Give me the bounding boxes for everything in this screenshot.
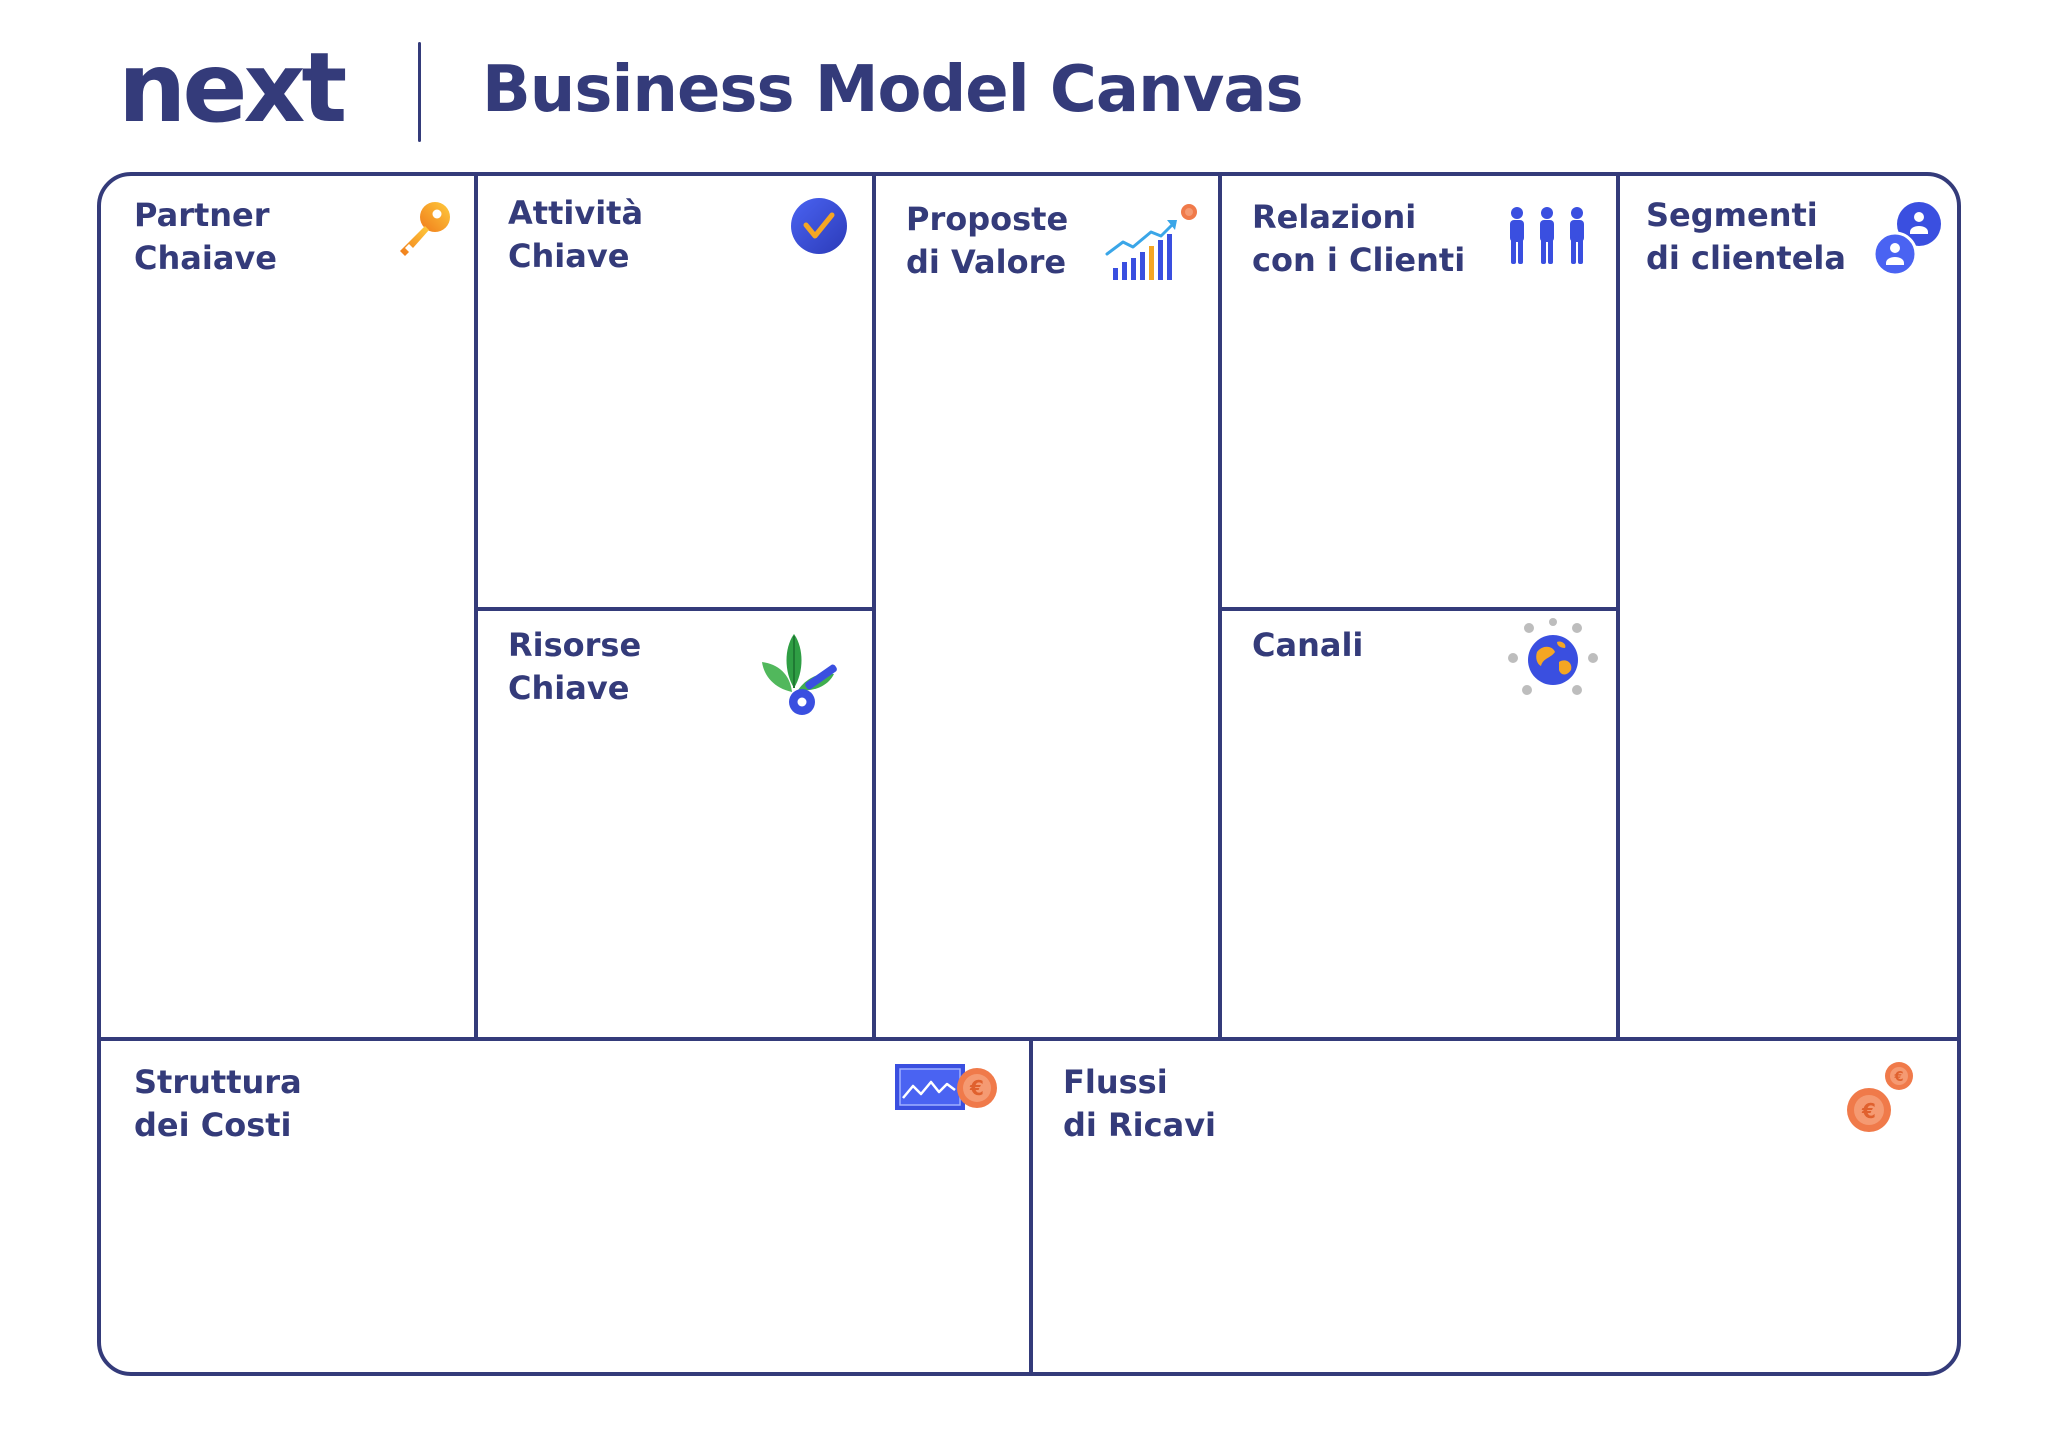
check-circle-icon bbox=[789, 196, 849, 256]
block-label-key-activities: Attività Chiave bbox=[508, 194, 644, 275]
divider-relations-channels bbox=[1218, 607, 1620, 611]
divider-activities-resources bbox=[474, 607, 876, 611]
key-icon bbox=[391, 198, 455, 262]
divider-costs-revenue bbox=[1029, 1037, 1033, 1372]
svg-text:€: € bbox=[1893, 1070, 1903, 1085]
leaf-key-icon bbox=[758, 626, 850, 722]
block-label-key-resources: Risorse Chiave bbox=[508, 626, 642, 707]
block-label-customer-segments: Segmenti di clientela bbox=[1646, 196, 1846, 277]
page-title: Business Model Canvas bbox=[482, 53, 1304, 127]
growth-chart-icon bbox=[1105, 202, 1201, 284]
svg-text:€: € bbox=[969, 1076, 984, 1100]
cost-chart-coin-icon: € bbox=[893, 1060, 1005, 1116]
block-label-value-propositions: Proposte di Valore bbox=[906, 200, 1069, 281]
svg-text:€: € bbox=[1861, 1099, 1876, 1123]
header-divider bbox=[418, 42, 421, 142]
coins-icon: € € bbox=[1845, 1058, 1925, 1138]
block-label-cost-structure: Struttura dei Costi bbox=[134, 1063, 302, 1144]
block-label-revenue-streams: Flussi di Ricavi bbox=[1063, 1063, 1217, 1144]
people-icon bbox=[1505, 206, 1589, 266]
block-label-channels: Canali bbox=[1252, 626, 1364, 664]
block-label-customer-relationships: Relazioni con i Clienti bbox=[1252, 198, 1466, 279]
users-icon bbox=[1873, 200, 1943, 280]
business-model-canvas: Partner Chaiave Attività Chiave bbox=[97, 172, 1961, 1376]
logo-text: next bbox=[118, 32, 347, 144]
globe-icon bbox=[1505, 618, 1601, 702]
next-logo: next bbox=[118, 40, 358, 138]
block-label-key-partners: Partner Chaiave bbox=[134, 196, 277, 277]
